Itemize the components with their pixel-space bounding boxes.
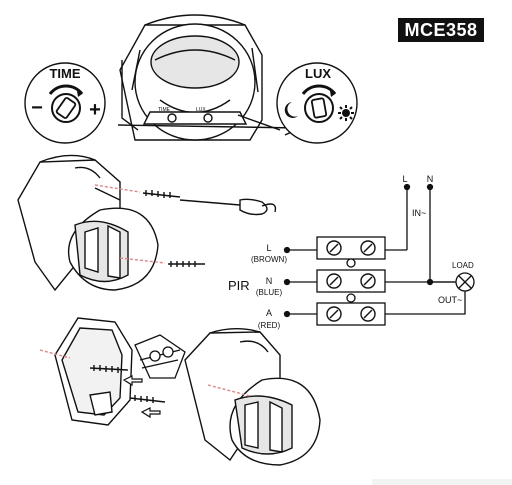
terminal-l-color: (BROWN): [251, 255, 287, 264]
sensor-time-label: TIME: [158, 107, 171, 113]
sensor-head-top: [117, 14, 301, 141]
time-dial: TIME − +: [24, 62, 106, 144]
terminal-n-letter: N: [266, 276, 273, 286]
mounting-screws: [94, 184, 205, 267]
lux-dial: LUX: [276, 62, 358, 144]
cable-connector: [134, 334, 186, 379]
time-plus-icon: +: [89, 99, 101, 121]
moon-icon: [284, 102, 298, 118]
mounting-plate: [39, 317, 133, 426]
model-badge: MCE358: [398, 18, 484, 42]
terminal-a-color: (RED): [258, 321, 281, 330]
sun-icon: [338, 105, 354, 121]
pir-label: PIR: [228, 278, 250, 293]
terminal-l-letter: L: [266, 243, 271, 253]
lux-dial-label: LUX: [305, 66, 331, 81]
supply-in-label: IN~: [412, 208, 426, 218]
time-dial-label: TIME: [49, 66, 80, 81]
screwdriver-icon: [179, 198, 277, 216]
arrow-icons: [122, 375, 161, 419]
terminal-n-color: (BLUE): [256, 288, 283, 297]
load-label: LOAD: [452, 261, 474, 270]
terminal-a-letter: A: [266, 308, 272, 318]
lux-knob-icon: [301, 84, 337, 123]
sensor-mounting-view: [17, 154, 159, 292]
out-label: OUT~: [438, 295, 462, 305]
sensor-lux-label: LUX: [196, 107, 206, 113]
plate-screws: [89, 365, 166, 403]
supply-n-label: N: [427, 174, 434, 184]
time-minus-icon: −: [31, 97, 43, 119]
time-knob-icon: [48, 84, 84, 123]
bottom-strip: [372, 479, 512, 485]
supply-l-label: L: [402, 174, 407, 184]
sensor-assembly-view: [184, 328, 321, 466]
